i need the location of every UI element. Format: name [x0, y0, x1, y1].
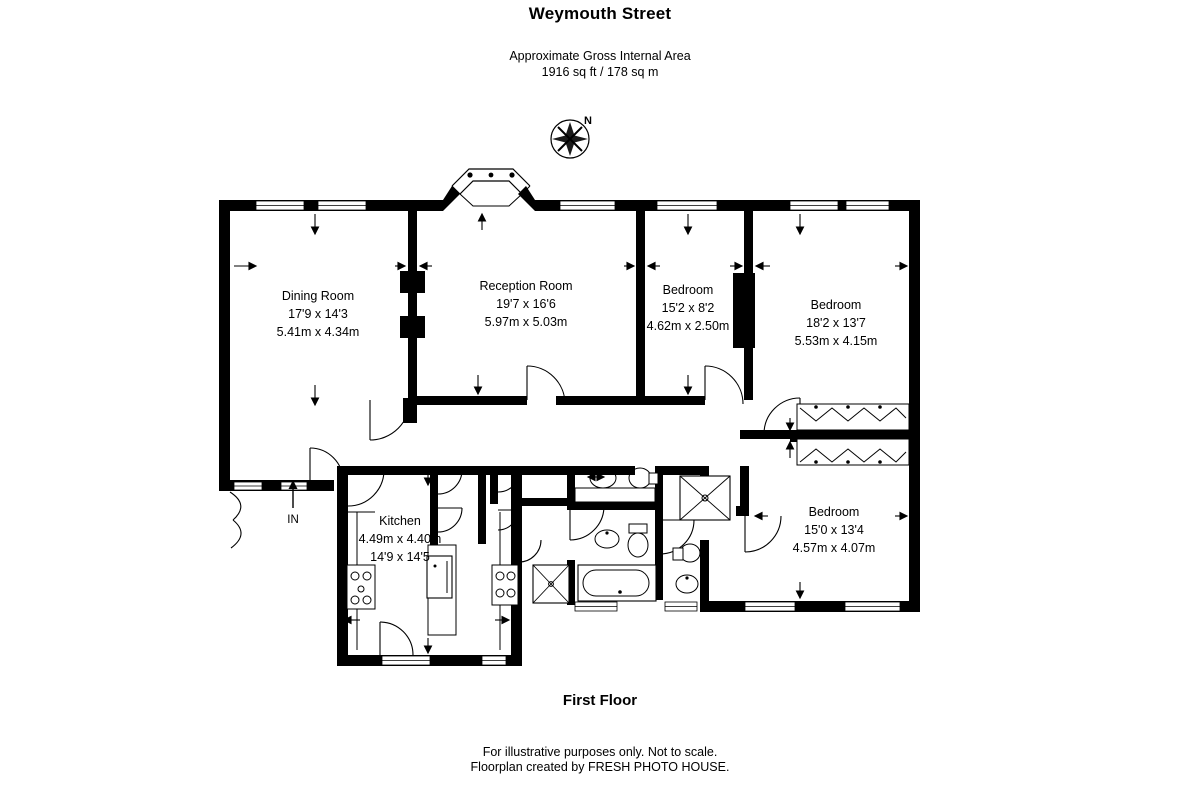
area-line-2: 1916 sq ft / 178 sq m — [541, 65, 659, 79]
compass-north-label: N — [584, 115, 592, 127]
door — [369, 399, 411, 441]
dimension-arrows — [234, 212, 909, 655]
room-metric-bedroom-1: 4.62m x 2.50m — [647, 319, 730, 333]
fridge-icon — [426, 555, 453, 599]
door — [526, 365, 566, 405]
disclaimer: For illustrative purposes only. Not to s… — [0, 745, 1200, 775]
door — [704, 365, 744, 405]
entrance-marker: IN — [287, 480, 299, 526]
room-name-reception-room: Reception Room — [479, 279, 572, 293]
door — [744, 515, 782, 553]
window — [255, 200, 305, 211]
room-imperial-reception-room: 19'7 x 16'6 — [496, 297, 556, 311]
basin-icon — [675, 574, 699, 594]
window — [317, 200, 367, 211]
door — [518, 539, 542, 563]
kitchen-fixtures — [346, 511, 519, 650]
window — [844, 601, 901, 612]
bathtub-icon — [577, 564, 657, 602]
window — [744, 601, 796, 612]
door — [569, 505, 605, 541]
door — [347, 469, 385, 507]
door — [437, 469, 463, 495]
window — [656, 200, 718, 211]
area-line-1: Approximate Gross Internal Area — [509, 49, 691, 63]
door — [379, 621, 414, 656]
entrance-door — [309, 447, 344, 482]
window — [233, 481, 263, 491]
room-name-bedroom-3: Bedroom — [809, 505, 860, 519]
window — [789, 200, 839, 211]
wardrobe — [796, 403, 910, 431]
door — [497, 469, 521, 493]
room-imperial-bedroom-3: 15'0 x 13'4 — [804, 523, 864, 537]
toilet-icon — [628, 467, 659, 489]
room-name-bedroom-2: Bedroom — [811, 298, 862, 312]
room-metric-bedroom-3: 4.57m x 4.07m — [793, 541, 876, 555]
room-imperial-bedroom-1: 15'2 x 8'2 — [662, 301, 715, 315]
room-metric-kitchen: 4.49m x 4.40m — [359, 532, 442, 546]
basin-icon — [594, 529, 620, 549]
room-imperial-bedroom-2: 18'2 x 13'7 — [806, 316, 866, 330]
window — [664, 601, 698, 612]
disclaimer-line-2: Floorplan created by FRESH PHOTO HOUSE. — [470, 760, 730, 774]
hob-icon — [346, 564, 376, 610]
bathroom-fixtures — [532, 466, 731, 604]
compass-rose-icon — [550, 119, 590, 159]
doors-group — [229, 365, 801, 656]
room-metric-dining-room: 5.41m x 4.34m — [277, 325, 360, 339]
entrance-label: IN — [287, 514, 299, 526]
door — [229, 491, 242, 549]
room-imperial-kitchen: 14'9 x 14'5 — [370, 550, 430, 564]
room-name-dining-room: Dining Room — [282, 289, 354, 303]
window — [381, 655, 431, 666]
bay-window — [451, 168, 531, 207]
wall-structure — [219, 186, 920, 666]
hob-icon — [491, 564, 519, 606]
disclaimer-line-1: For illustrative purposes only. Not to s… — [482, 745, 718, 759]
wardrobe — [796, 438, 910, 466]
door — [497, 509, 519, 531]
toilet-icon — [627, 523, 649, 558]
window — [481, 655, 507, 666]
room-name-kitchen: Kitchen — [379, 514, 421, 528]
room-metric-reception-room: 5.97m x 5.03m — [485, 315, 568, 329]
window — [559, 200, 616, 211]
room-labels: Dining Room 17'9 x 14'3 5.41m x 4.34m Re… — [277, 279, 878, 564]
floor-label: First Floor — [562, 692, 638, 709]
door — [763, 397, 801, 435]
toilet-icon — [672, 543, 701, 563]
windows-group — [233, 200, 901, 666]
shower-icon — [532, 564, 570, 604]
room-name-bedroom-1: Bedroom — [663, 283, 714, 297]
window — [574, 601, 618, 612]
gross-internal-area: Approximate Gross Internal Area 1916 sq … — [0, 48, 1200, 80]
window — [845, 200, 890, 211]
room-imperial-dining-room: 17'9 x 14'3 — [288, 307, 348, 321]
room-metric-bedroom-2: 5.53m x 4.15m — [795, 334, 878, 348]
shower-icon — [679, 475, 731, 521]
page-title: Weymouth Street — [528, 4, 672, 23]
door — [437, 507, 463, 533]
